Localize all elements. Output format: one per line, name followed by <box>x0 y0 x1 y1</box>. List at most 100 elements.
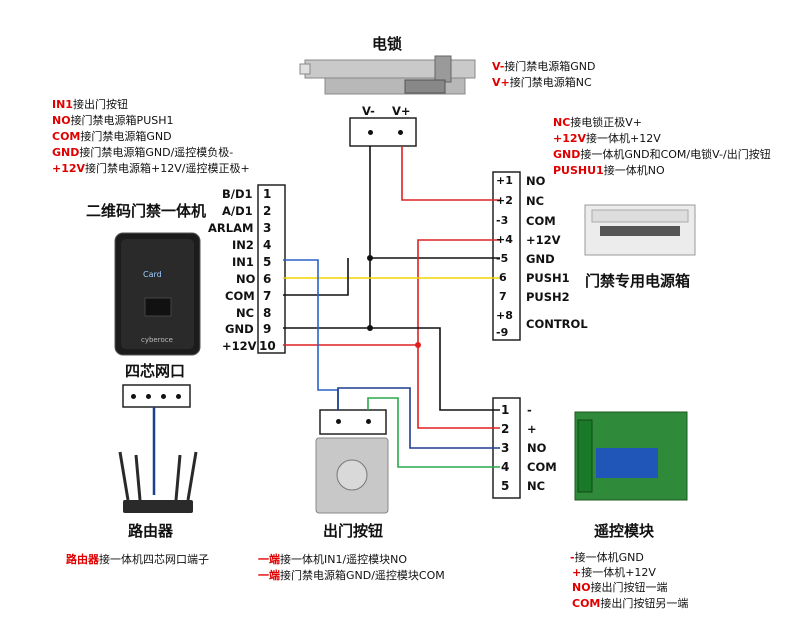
reader-term-num-2: 2 <box>263 204 272 218</box>
reader-term-label-8: NC <box>236 306 255 320</box>
button-dot-2 <box>366 419 371 424</box>
remote-term-num-3: 3 <box>501 441 510 455</box>
psu-box-device <box>584 204 696 256</box>
reader-term-label-9: GND <box>225 322 254 336</box>
remote-term-num-2: 2 <box>501 422 510 436</box>
remote-module-device <box>574 411 688 501</box>
remote-term-num-5: 5 <box>501 479 510 493</box>
reader-term-label-4: IN2 <box>232 238 254 252</box>
network-dot-4 <box>176 394 181 399</box>
reader-term-num-1: 1 <box>263 187 272 201</box>
psu-term-num-8: +8 <box>496 309 513 322</box>
button-note-2: 一端接门禁电源箱GND/遥控模块COM <box>258 569 445 582</box>
right-note-12v: +12V接一体机+12V <box>553 132 661 145</box>
remote-term-label-3: NO <box>527 441 547 455</box>
reader-term-label-3: ARLAM <box>208 221 254 235</box>
reader-term-num-8: 8 <box>263 306 272 320</box>
reader-term-label-1: B/D1 <box>222 187 253 201</box>
wire-in1-button <box>283 259 339 410</box>
button-title: 出门按钮 <box>323 522 384 540</box>
left-note-no: NO接门禁电源箱PUSH1 <box>52 114 174 127</box>
reader-term-label-2: A/D1 <box>222 204 253 218</box>
psu-term-label-2: NC <box>526 194 545 208</box>
remote-note-plus: +接一体机+12V <box>572 566 656 579</box>
reader-term-num-3: 3 <box>263 221 272 235</box>
psu-term-label-4: +12V <box>526 233 561 247</box>
remote-term-num-4: 4 <box>501 460 510 474</box>
psu-term-label-7: PUSH2 <box>526 290 570 304</box>
remote-term-label-2: + <box>527 422 537 436</box>
reader-card-label: Card <box>143 270 162 279</box>
psu-title: 门禁专用电源箱 <box>585 272 691 290</box>
lock-vplus-label: V+ <box>392 104 411 118</box>
psu-term-label-6: PUSH1 <box>526 271 570 285</box>
lock-terminal-dot-2 <box>398 130 403 135</box>
reader-term-num-9: 9 <box>263 322 272 336</box>
left-note-com: COM接门禁电源箱GND <box>52 130 172 143</box>
psu-term-label-9: CONTROL <box>526 317 588 331</box>
psu-term-num-9: -9 <box>496 326 509 339</box>
right-note-gnd: GND接一体机GND和COM/电锁V-/出门按钮 <box>553 148 771 161</box>
remote-note-no: NO接出门按钮一端 <box>572 581 668 594</box>
lock-title: 电锁 <box>372 35 403 53</box>
junction-gnd-top <box>367 255 373 261</box>
reader-term-num-6: 6 <box>263 272 272 286</box>
router-device <box>118 451 198 513</box>
wire-12v-main <box>283 239 500 346</box>
junction-gnd-mid <box>367 325 373 331</box>
remote-term-label-1: - <box>527 403 532 417</box>
remote-term-label-4: COM <box>527 460 557 474</box>
lock-note-vplus: V+接门禁电源箱NC <box>492 76 592 89</box>
electric-lock-device <box>299 55 476 95</box>
wire-button-no <box>337 387 500 449</box>
router-title: 路由器 <box>128 522 174 540</box>
network-dot-2 <box>146 394 151 399</box>
left-note-gnd: GND接门禁电源箱GND/遥控模负极- <box>52 146 234 159</box>
reader-terminal-strip <box>257 184 286 354</box>
psu-term-num-3: -3 <box>496 214 509 227</box>
qr-reader-device <box>114 232 201 356</box>
right-note-nc: NC接电锁正极V+ <box>553 116 643 129</box>
psu-term-num-5: -5 <box>496 252 509 265</box>
reader-brand: cyberoce <box>141 336 173 344</box>
reader-term-label-6: NO <box>236 272 256 286</box>
button-dot-1 <box>336 419 341 424</box>
reader-term-num-5: 5 <box>263 255 272 269</box>
remote-term-num-1: 1 <box>501 403 510 417</box>
wire-gnd-main <box>283 257 500 329</box>
lock-terminal-dot-1 <box>368 130 373 135</box>
reader-term-label-5: IN1 <box>232 255 254 269</box>
right-note-push1: PUSHU1接一体机NO <box>553 164 665 177</box>
network-port-block <box>122 384 191 408</box>
button-terminal-block <box>319 409 387 435</box>
remote-note-com: COM接出门按钮另一端 <box>572 597 689 610</box>
psu-term-num-2: +2 <box>496 194 513 207</box>
psu-term-label-1: NO <box>526 174 546 188</box>
lock-terminal-block <box>349 117 417 147</box>
remote-term-label-5: NC <box>527 479 546 493</box>
psu-term-num-4: +4 <box>496 233 513 246</box>
reader-term-num-4: 4 <box>263 238 272 252</box>
lock-vminus-label: V- <box>362 104 375 118</box>
router-note: 路由器接一体机四芯网口端子 <box>66 553 209 566</box>
wire-com <box>283 258 349 296</box>
wire-set <box>152 146 500 495</box>
exit-button-device <box>315 437 389 514</box>
reader-title: 二维码门禁一体机 <box>86 202 207 220</box>
remote-title: 遥控模块 <box>594 522 655 540</box>
psu-term-num-1: +1 <box>496 174 513 187</box>
network-dot-1 <box>131 394 136 399</box>
wire-gnd-remote <box>370 327 500 411</box>
wire-lock-vplus <box>401 146 500 201</box>
wire-junctions <box>415 342 421 348</box>
psu-term-label-3: COM <box>526 214 556 228</box>
network-dot-3 <box>161 394 166 399</box>
wire-12v-remote <box>417 345 500 429</box>
psu-term-label-5: GND <box>526 252 555 266</box>
left-note-12v: +12V接门禁电源箱+12V/遥控模正极+ <box>52 162 250 175</box>
reader-term-label-10: +12V <box>222 339 257 353</box>
reader-term-label-7: COM <box>225 289 255 303</box>
network-title: 四芯网口 <box>125 362 186 380</box>
reader-term-num-7: 7 <box>263 289 272 303</box>
